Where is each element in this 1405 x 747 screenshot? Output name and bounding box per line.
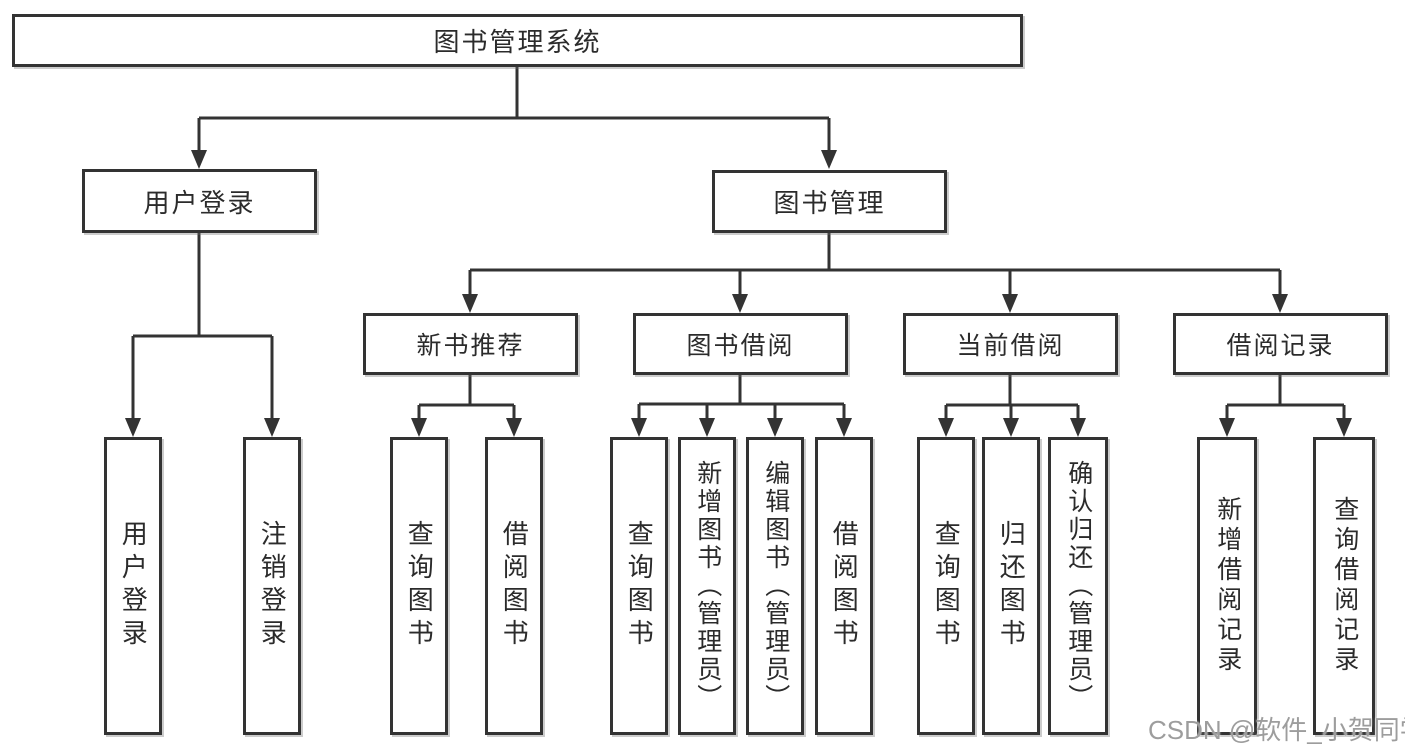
leaf-search-books-recommend: 查询图书	[390, 437, 448, 735]
arrowhead-icon	[191, 150, 207, 169]
leaf-label: 查询图书	[624, 520, 655, 652]
leaf-label: 确认归还（管理员）	[1064, 460, 1093, 712]
arrowhead-icon	[732, 294, 748, 313]
leaf-add-borrow-record: 新增借阅记录	[1197, 437, 1257, 735]
arrowhead-icon	[125, 418, 141, 437]
arrowhead-icon	[1219, 418, 1235, 437]
node-library-management-system: 图书管理系统	[12, 14, 1023, 67]
csdn-watermark: CSDN @软件_小贺同学	[1148, 715, 1405, 745]
node-label: 新书推荐	[416, 332, 525, 360]
leaf-search-books-borrowing: 查询图书	[610, 437, 668, 735]
connector	[417, 375, 516, 420]
connector	[944, 375, 1080, 420]
leaf-add-books-admin: 新增图书（管理员）	[678, 437, 736, 735]
connector	[197, 67, 831, 152]
node-book-management: 图书管理	[712, 170, 947, 233]
leaf-borrow-books-recommend: 借阅图书	[485, 437, 543, 735]
arrowhead-icon	[1003, 418, 1019, 437]
node-label: 用户登录	[143, 187, 256, 218]
arrowhead-icon	[767, 418, 783, 437]
leaf-borrow-books: 借阅图书	[815, 437, 873, 735]
leaf-label: 查询图书	[931, 520, 962, 652]
node-label: 当前借阅	[956, 332, 1065, 360]
arrowhead-icon	[836, 418, 852, 437]
arrowhead-icon	[1070, 418, 1086, 437]
connector	[637, 375, 846, 420]
leaf-return-books: 归还图书	[982, 437, 1040, 735]
connector	[131, 233, 274, 420]
connector	[468, 233, 1282, 296]
arrowhead-icon	[699, 418, 715, 437]
arrowhead-icon	[1002, 294, 1018, 313]
arrowhead-icon	[264, 418, 280, 437]
arrowhead-icon	[411, 418, 427, 437]
leaf-label: 查询借阅记录	[1330, 496, 1359, 676]
arrowhead-icon	[462, 294, 478, 313]
leaf-confirm-return-admin: 确认归还（管理员）	[1048, 437, 1108, 735]
leaf-logout: 注销登录	[243, 437, 301, 735]
arrowhead-icon	[938, 418, 954, 437]
leaf-label: 借阅图书	[829, 520, 860, 652]
node-current-borrowing: 当前借阅	[903, 313, 1118, 375]
arrowhead-icon	[506, 418, 522, 437]
leaf-label: 注销登录	[257, 520, 288, 652]
arrowhead-icon	[1272, 294, 1288, 313]
node-label: 图书借阅	[686, 332, 795, 360]
leaf-search-borrow-record: 查询借阅记录	[1313, 437, 1375, 735]
leaf-edit-books-admin: 编辑图书（管理员）	[746, 437, 804, 735]
leaf-user-login: 用户登录	[104, 437, 162, 735]
leaf-label: 新增借阅记录	[1213, 496, 1242, 676]
leaf-label: 查询图书	[404, 520, 435, 652]
arrowhead-icon	[1336, 418, 1352, 437]
arrowhead-icon	[821, 150, 837, 169]
leaf-label: 归还图书	[996, 520, 1027, 652]
node-book-borrowing: 图书借阅	[633, 313, 848, 375]
leaf-label: 新增图书（管理员）	[693, 460, 722, 712]
node-borrow-records: 借阅记录	[1173, 313, 1388, 375]
leaf-label: 编辑图书（管理员）	[761, 460, 790, 712]
node-label: 图书管理	[773, 188, 886, 218]
leaf-search-books-current: 查询图书	[917, 437, 975, 735]
node-new-book-recommend: 新书推荐	[363, 313, 578, 375]
connector	[1225, 375, 1346, 420]
arrowhead-icon	[631, 418, 647, 437]
node-label: 图书管理系统	[433, 27, 602, 57]
leaf-label: 用户登录	[118, 520, 149, 652]
leaf-label: 借阅图书	[499, 520, 530, 652]
node-user-login-module: 用户登录	[82, 169, 317, 233]
node-label: 借阅记录	[1226, 332, 1335, 360]
